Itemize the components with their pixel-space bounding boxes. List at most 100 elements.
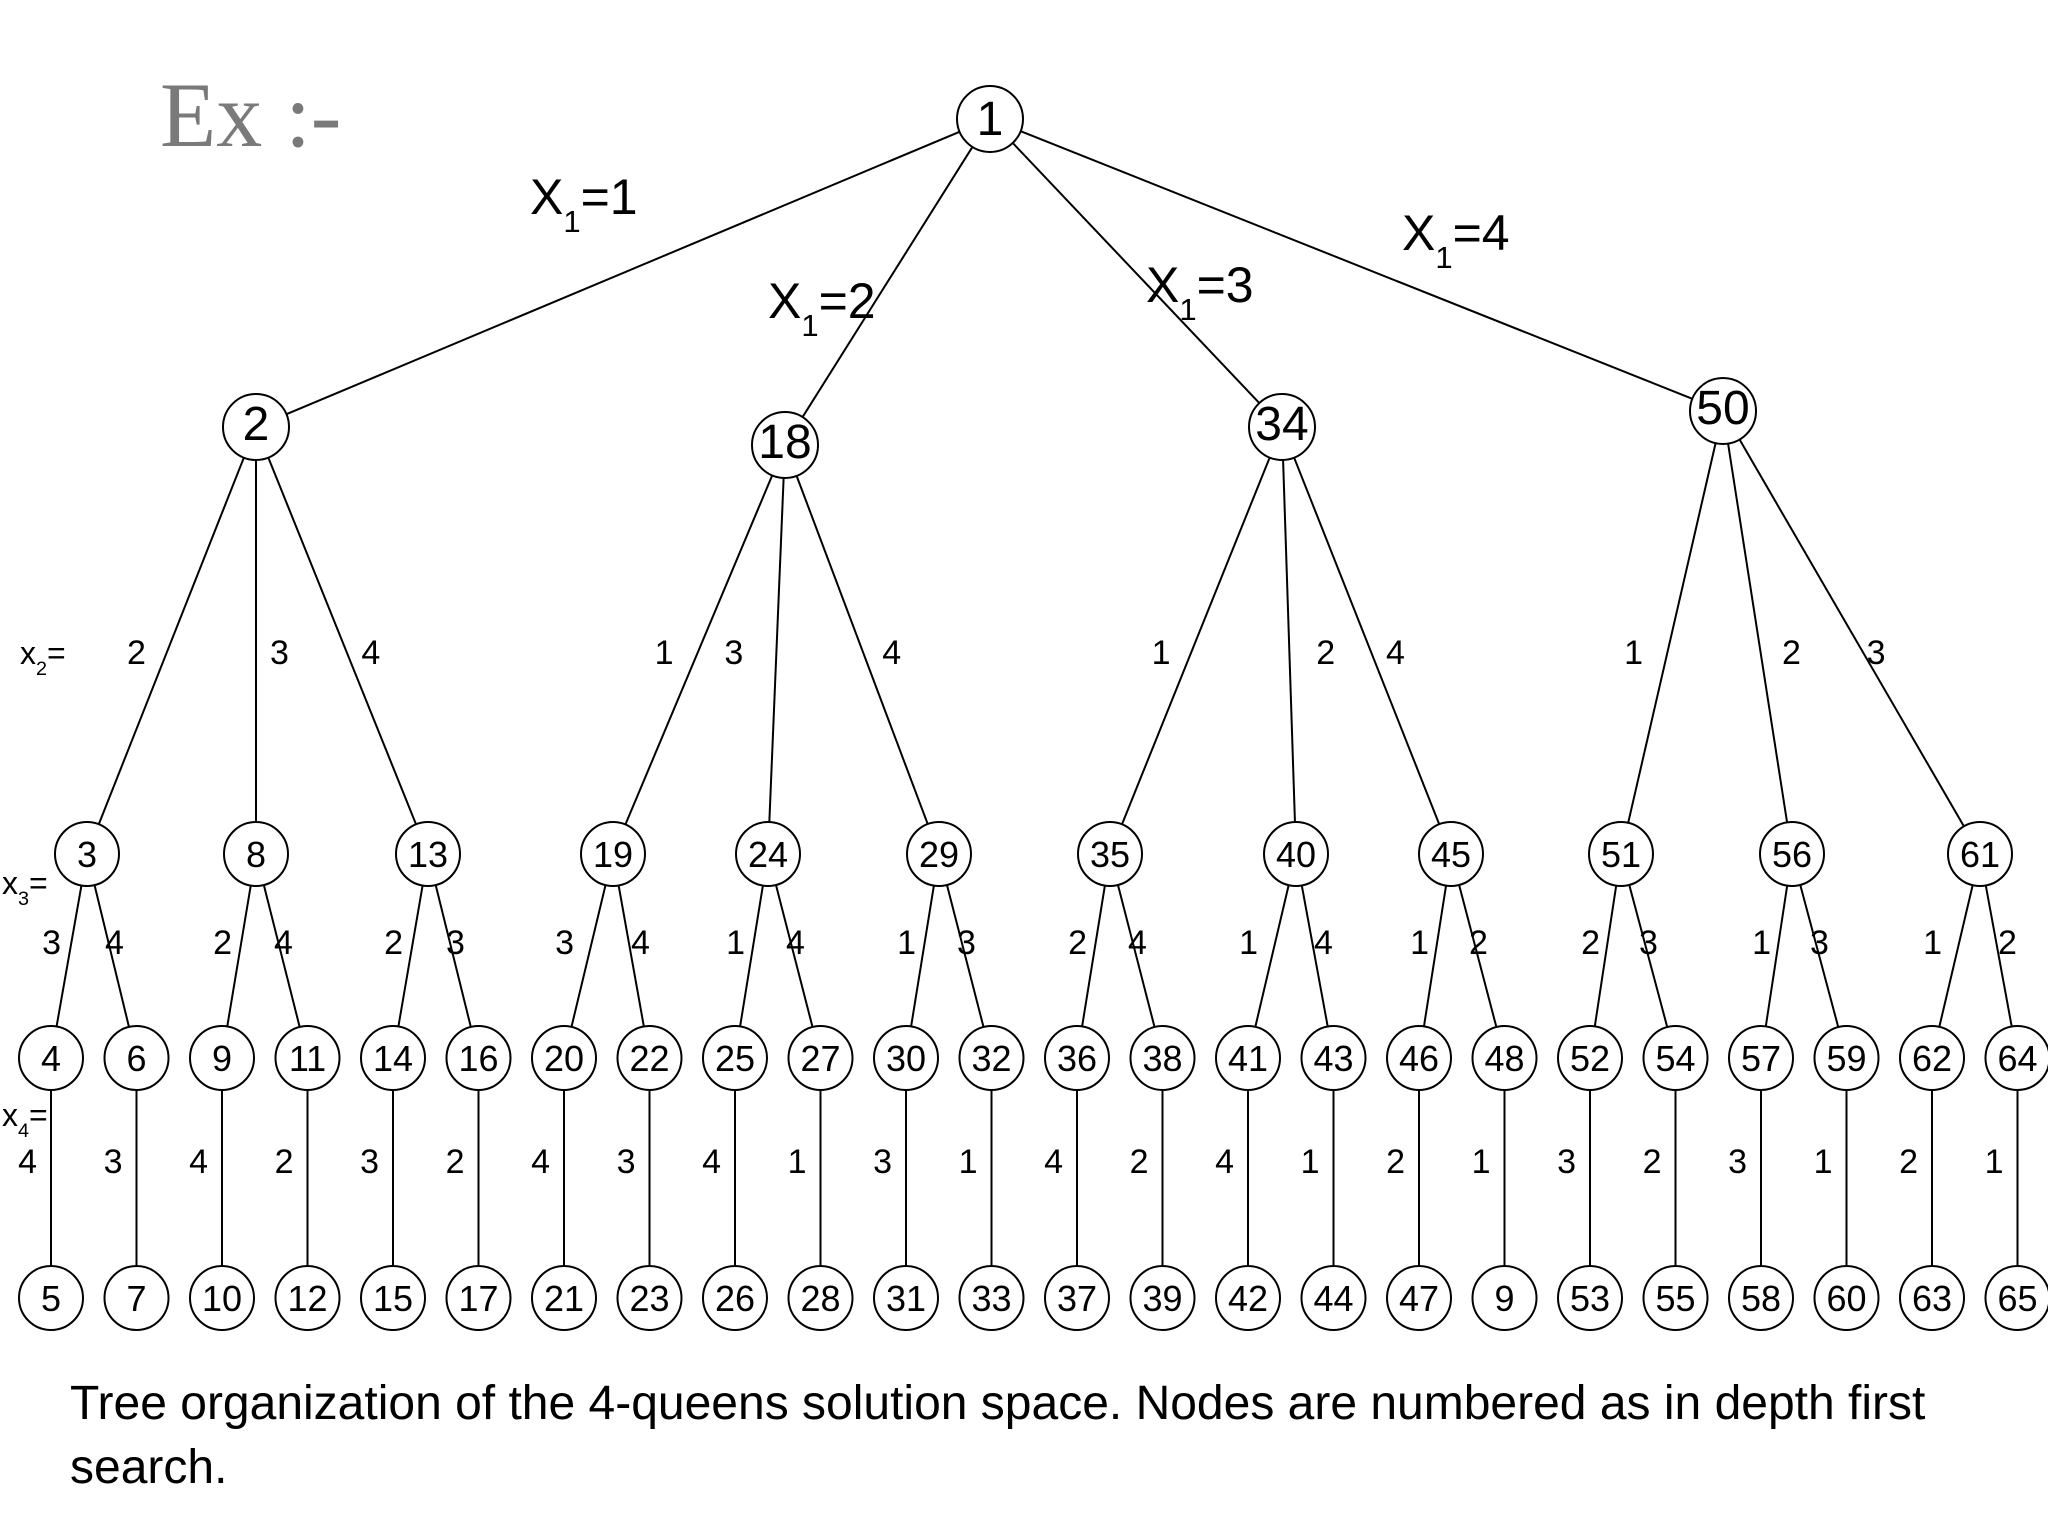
tree-node xyxy=(616,1265,683,1331)
node-number: 35 xyxy=(1090,834,1130,875)
tree-node xyxy=(1947,821,2013,887)
tree-edge xyxy=(262,884,301,1028)
level-label-x4: x4= xyxy=(2,1097,48,1142)
edge-label: 4 xyxy=(1314,924,1333,962)
node-number: 64 xyxy=(1997,1038,2037,1079)
node-number: 37 xyxy=(1057,1278,1097,1319)
tree-node xyxy=(1984,1025,2048,1091)
tree-node xyxy=(360,1265,426,1331)
level-label-x3: x3= xyxy=(2,865,48,910)
tree-edge xyxy=(1628,884,1669,1028)
tree-nodes: 5476310912118151417161322120232219262528… xyxy=(18,85,2048,1331)
edge-label: 4 xyxy=(631,924,650,962)
edge-label: 3 xyxy=(270,634,289,672)
node-number: 59 xyxy=(1826,1038,1866,1079)
tree-node xyxy=(580,821,646,887)
tree-edge xyxy=(1011,142,1261,404)
node-number: 19 xyxy=(593,834,633,875)
edge-label: 1 xyxy=(897,924,916,962)
tree-edge xyxy=(1593,885,1618,1027)
edge-label: 4 xyxy=(18,1143,37,1181)
tree-node xyxy=(873,1025,939,1091)
tree-node xyxy=(1215,1265,1281,1331)
tree-node xyxy=(873,1265,939,1331)
edge-label: 3 xyxy=(617,1143,636,1181)
node-number: 30 xyxy=(886,1038,926,1079)
node-number: 42 xyxy=(1228,1278,1268,1319)
node-number: 61 xyxy=(1960,834,2000,875)
node-number: 56 xyxy=(1772,834,1812,875)
tree-node xyxy=(445,1265,512,1331)
node-number: 58 xyxy=(1741,1278,1781,1319)
node-number: 62 xyxy=(1912,1038,1952,1079)
tree-node xyxy=(395,821,461,887)
tree-node xyxy=(1418,821,1484,887)
tree-node xyxy=(702,1025,768,1091)
tree-edge xyxy=(1117,884,1156,1028)
edge-label: 2 xyxy=(275,1143,294,1181)
tree-node xyxy=(531,1265,597,1331)
tree-node xyxy=(1588,821,1654,887)
node-number: 12 xyxy=(287,1278,327,1319)
edge-label: 4 xyxy=(882,634,901,672)
tree-node xyxy=(1248,393,1316,461)
tree-node xyxy=(18,1265,84,1331)
tree-node xyxy=(1077,821,1143,887)
edge-label: 4 xyxy=(702,1143,721,1181)
tree-edge xyxy=(910,885,935,1027)
node-number: 46 xyxy=(1399,1038,1439,1079)
node-number: 65 xyxy=(1997,1278,2037,1319)
edge-label: 4 xyxy=(361,634,380,672)
edge-label-x1: X1=4 xyxy=(1402,205,1510,275)
edge-label: 1 xyxy=(788,1143,807,1181)
tree-edge xyxy=(1764,885,1789,1027)
edge-label: 2 xyxy=(1581,924,1600,962)
edge-label: 1 xyxy=(1923,924,1942,962)
tree-node xyxy=(1728,1025,1794,1091)
node-number: 9 xyxy=(212,1038,232,1079)
edge-label: 1 xyxy=(1752,924,1771,962)
tree-node xyxy=(1984,1265,2048,1331)
edge-label: 2 xyxy=(1068,924,1087,962)
tree-node xyxy=(1899,1265,1965,1331)
node-number: 51 xyxy=(1601,834,1641,875)
tree-node xyxy=(702,1265,768,1331)
tree-node xyxy=(103,1025,170,1091)
tree-node xyxy=(616,1025,683,1091)
node-number: 20 xyxy=(544,1038,584,1079)
tree-edge xyxy=(795,475,929,825)
edge-label: 4 xyxy=(1128,924,1147,962)
edge-label: 3 xyxy=(555,924,574,962)
tree-edge xyxy=(286,130,960,416)
edge-label: 3 xyxy=(446,924,465,962)
tree-node xyxy=(1557,1265,1623,1331)
tree-node xyxy=(1044,1265,1110,1331)
edge-label: 4 xyxy=(786,924,805,962)
edge-label: 3 xyxy=(1557,1143,1576,1181)
edge-label: 3 xyxy=(42,924,61,962)
node-number: 23 xyxy=(629,1278,669,1319)
edge-label: 4 xyxy=(1215,1143,1234,1181)
edge-label: 2 xyxy=(1998,924,2017,962)
node-number: 55 xyxy=(1655,1278,1695,1319)
tree-edge xyxy=(93,884,130,1028)
tree-edge xyxy=(434,884,472,1028)
tree-edge xyxy=(1984,885,2013,1027)
node-number: 53 xyxy=(1570,1278,1610,1319)
edge-label: 2 xyxy=(1782,634,1801,672)
edge-label: 3 xyxy=(1810,924,1829,962)
edge-label-x1: X1=2 xyxy=(768,273,876,343)
edge-label: 1 xyxy=(1814,1143,1833,1181)
node-number: 29 xyxy=(919,834,959,875)
node-number: 3 xyxy=(77,834,97,875)
edge-label: 3 xyxy=(360,1143,379,1181)
node-number: 36 xyxy=(1057,1038,1097,1079)
edge-label: 2 xyxy=(384,924,403,962)
tree-node xyxy=(1215,1025,1281,1091)
tree-edge xyxy=(768,477,785,823)
node-number: 14 xyxy=(373,1038,413,1079)
edge-label: 1 xyxy=(959,1143,978,1181)
tree-edge xyxy=(1799,884,1840,1028)
tree-edge xyxy=(1020,130,1693,400)
